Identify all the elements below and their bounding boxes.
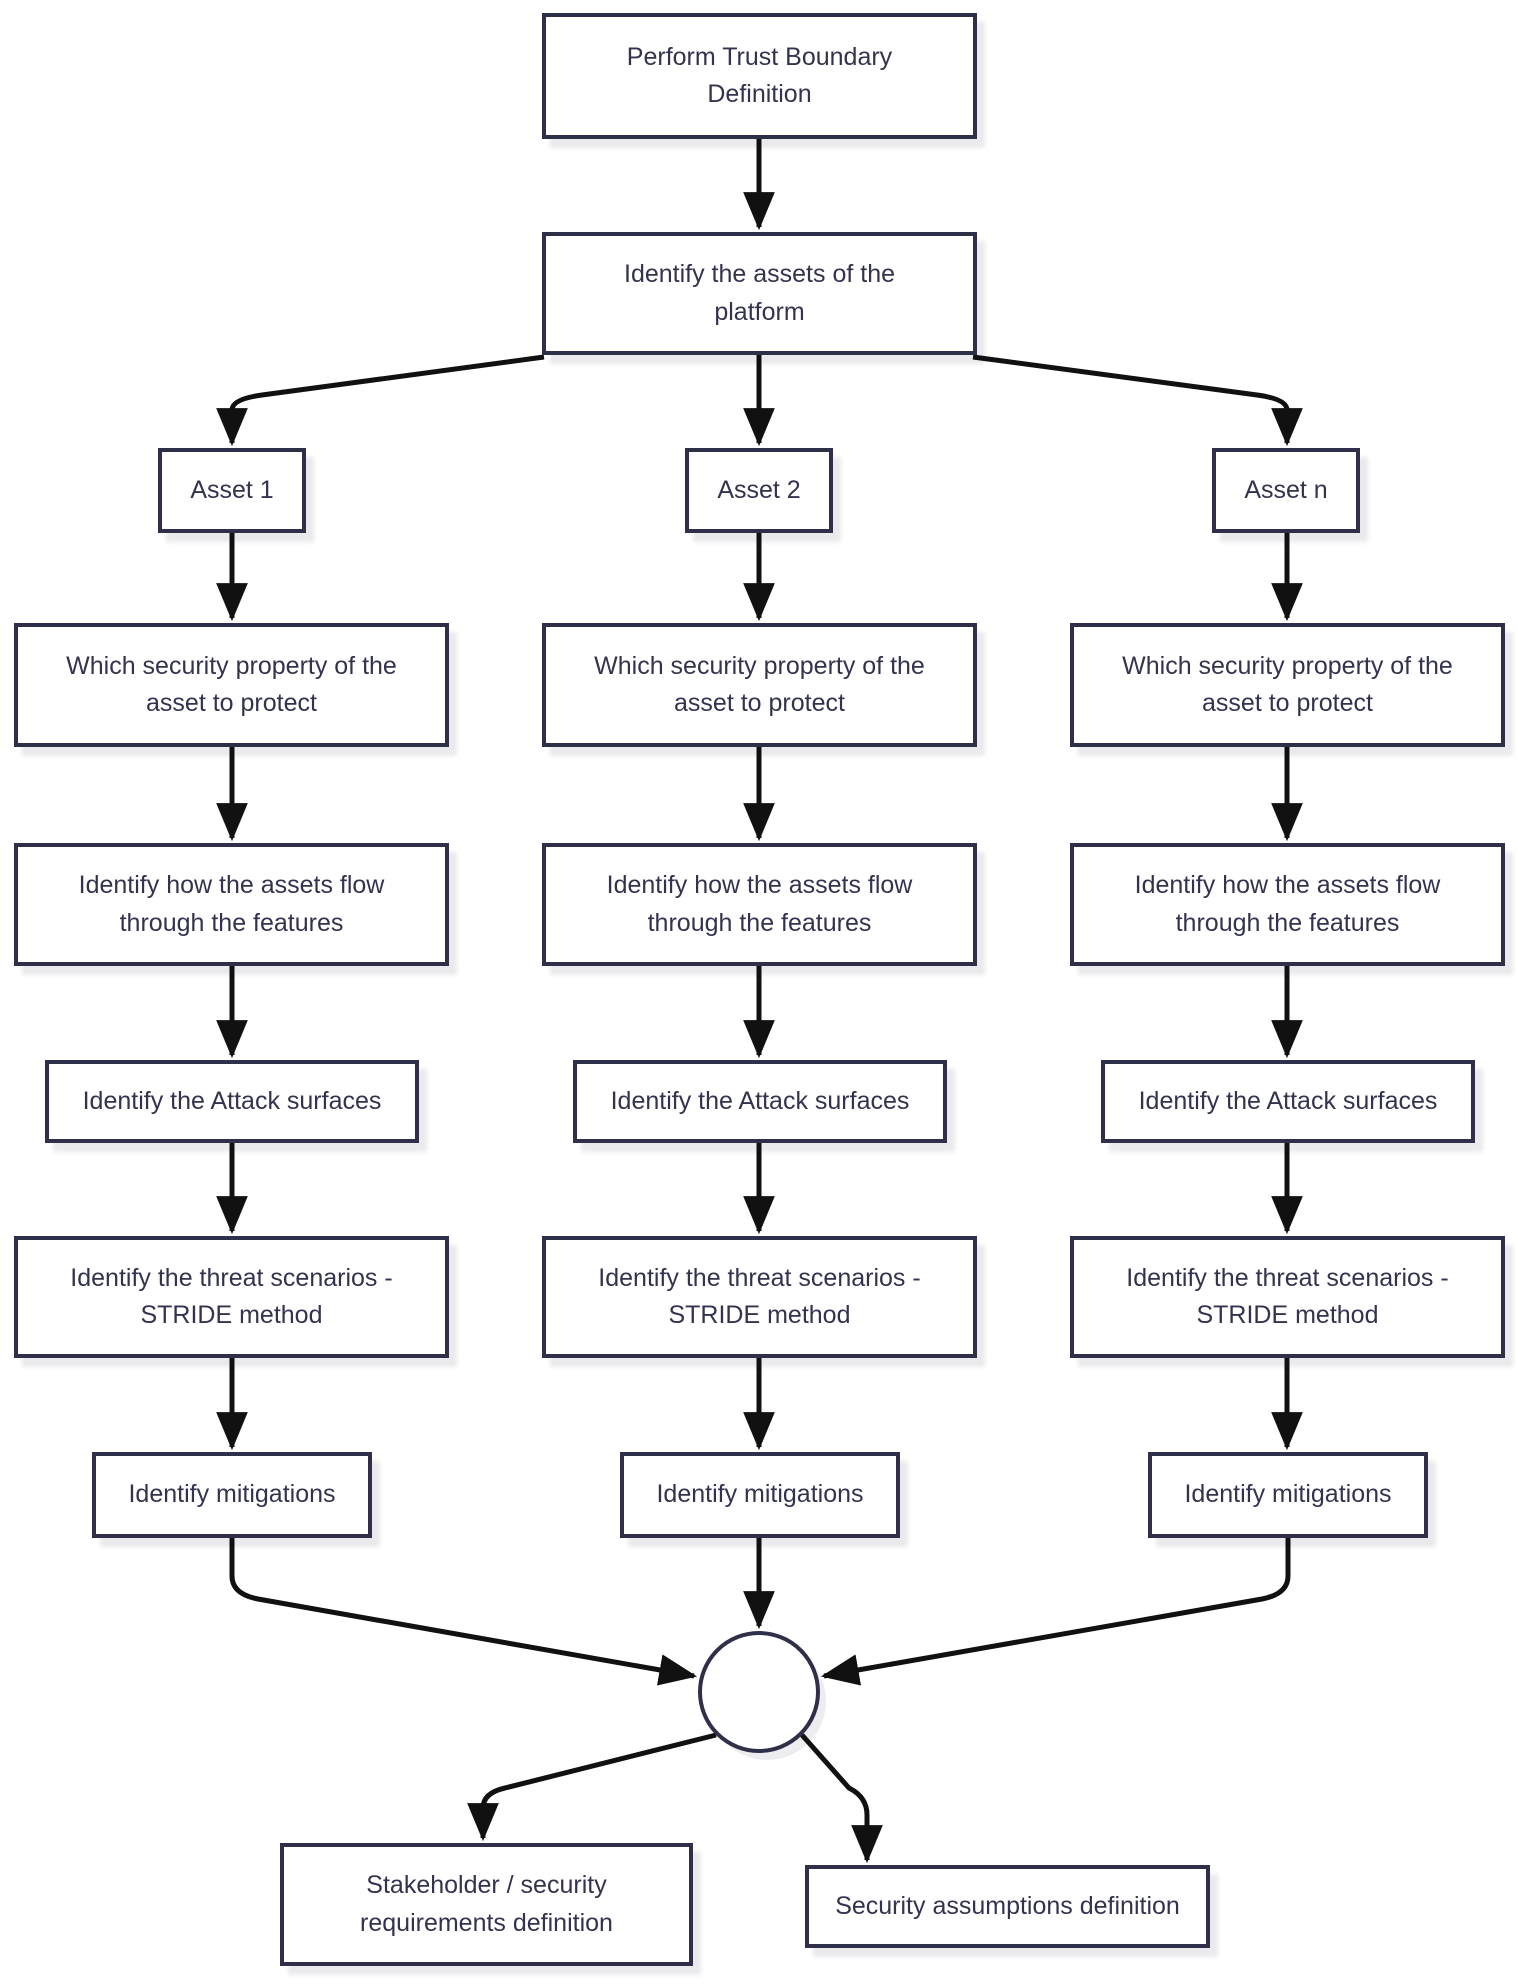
start-node: Perform Trust Boundary Definition <box>542 13 977 139</box>
asset-flow-node-col1: Identify how the assets flow through the… <box>14 843 449 966</box>
asset-2-node: Asset 2 <box>685 448 833 533</box>
security-property-node-col3: Which security property of the asset to … <box>1070 623 1505 747</box>
threat-scenarios-node-col2: Identify the threat scenarios - STRIDE m… <box>542 1236 977 1358</box>
connector-junction-to-assumptions <box>800 1733 883 1864</box>
security-property-node-col2: Which security property of the asset to … <box>542 623 977 747</box>
asset-1-node: Asset 1 <box>158 448 306 533</box>
security-assumptions-node: Security assumptions definition <box>805 1865 1210 1948</box>
asset-n-node: Asset n <box>1212 448 1360 533</box>
merge-junction-node <box>698 1631 820 1753</box>
asset-flow-node-col2: Identify how the assets flow through the… <box>542 843 977 966</box>
identify-assets-node: Identify the assets of the platform <box>542 232 977 355</box>
mitigations-node-col3: Identify mitigations <box>1148 1452 1428 1538</box>
connector-col3-to-junction <box>820 1538 1291 1686</box>
security-property-node-col1: Which security property of the asset to … <box>14 623 449 747</box>
mitigations-node-col2: Identify mitigations <box>620 1452 900 1538</box>
connector-col1-to-junction <box>229 1538 698 1686</box>
merge-junction-shadow <box>708 1642 826 1760</box>
mitigations-node-col1: Identify mitigations <box>92 1452 372 1538</box>
attack-surfaces-node-col3: Identify the Attack surfaces <box>1101 1060 1475 1143</box>
connector-assets-to-asset1 <box>216 354 545 447</box>
attack-surfaces-node-col1: Identify the Attack surfaces <box>45 1060 419 1143</box>
connector-assets-to-assetn <box>972 354 1303 447</box>
threat-scenarios-node-col1: Identify the threat scenarios - STRIDE m… <box>14 1236 449 1358</box>
asset-flow-node-col3: Identify how the assets flow through the… <box>1070 843 1505 966</box>
connector-junction-to-stakeholder <box>467 1732 717 1842</box>
stakeholder-requirements-node: Stakeholder / security requirements defi… <box>280 1843 693 1966</box>
threat-scenarios-node-col3: Identify the threat scenarios - STRIDE m… <box>1070 1236 1505 1358</box>
attack-surfaces-node-col2: Identify the Attack surfaces <box>573 1060 947 1143</box>
